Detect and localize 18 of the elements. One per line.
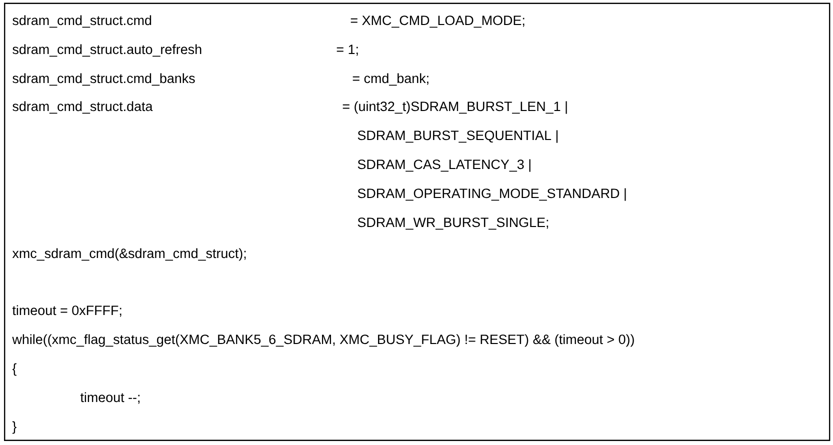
code-text: while((xmc_flag_status_get(XMC_BANK5_6_SDRAM, XMC_BUSY_FLAG) != RESET) && (timeout > 0)) — [12, 334, 634, 347]
code-text: = (uint32_t)SDRAM_BURST_LEN_1 | — [342, 101, 567, 114]
code-text: SDRAM_WR_BURST_SINGLE; — [358, 218, 548, 230]
code-text: } — [12, 421, 16, 434]
code-text: sdram_cmd_struct.data — [12, 101, 153, 114]
code-text: SDRAM_CAS_LATENCY_3 | — [358, 159, 530, 172]
code-text: sdram_cmd_struct.auto_refresh — [12, 44, 202, 57]
code-text: timeout = 0xFFFF; — [12, 305, 122, 317]
code-text: sdram_cmd_struct.cmd — [12, 15, 152, 28]
code-text: = XMC_CMD_LOAD_MODE; — [350, 16, 524, 28]
code-text: = cmd_bank; — [352, 73, 428, 86]
code-text: SDRAM_BURST_SEQUENTIAL | — [358, 130, 558, 143]
code-text: SDRAM_OPERATING_MODE_STANDARD | — [358, 188, 626, 201]
code-text: xmc_sdram_cmd(&sdram_cmd_struct); — [12, 248, 246, 261]
code-text: sdram_cmd_struct.cmd_banks — [12, 73, 195, 86]
code-text: timeout --; — [80, 392, 140, 404]
code-text: = 1; — [336, 44, 358, 56]
code-text: { — [12, 363, 16, 376]
